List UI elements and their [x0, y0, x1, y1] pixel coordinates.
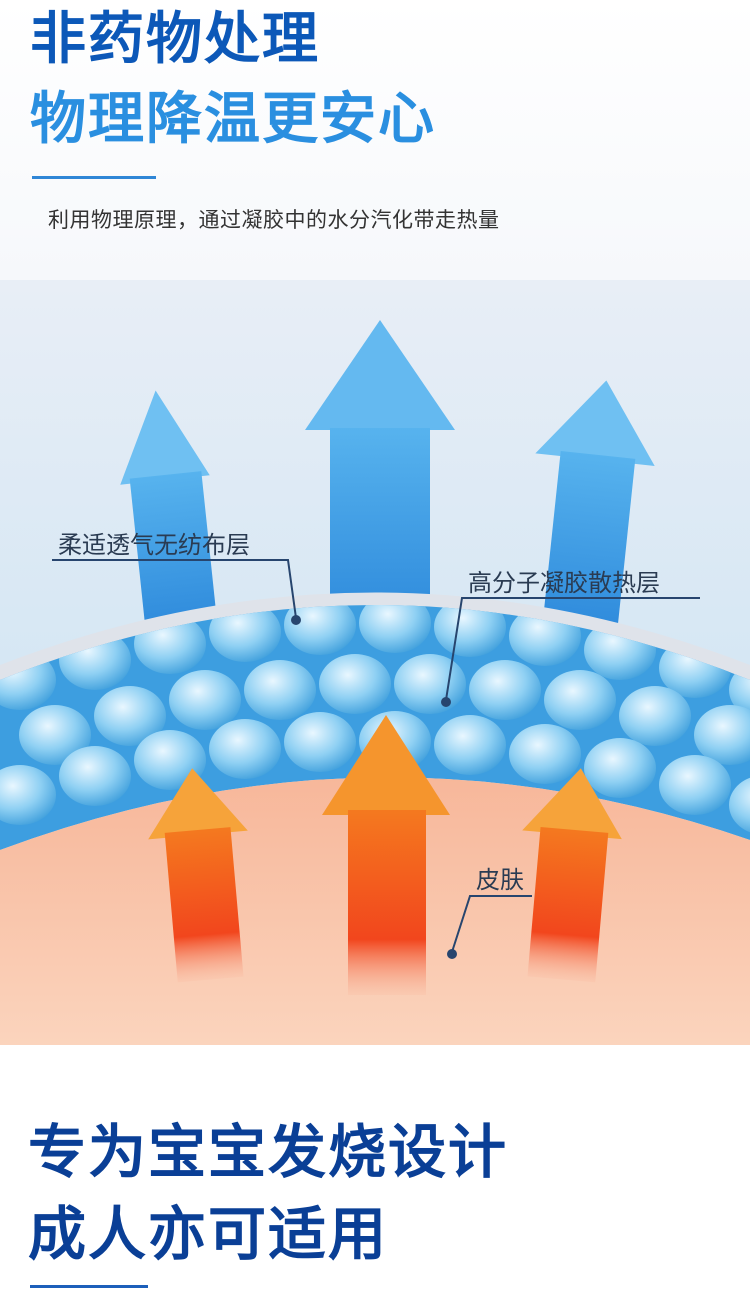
blue-arrow-center: [305, 320, 455, 618]
gel-layer-label: 高分子凝胶散热层: [468, 569, 660, 597]
gel-bubbles: [0, 605, 750, 835]
headline-line-2: 物理降温更安心: [30, 87, 436, 152]
blue-arrow-left: [120, 390, 217, 628]
blue-arrow-right: [535, 380, 655, 628]
skin-pointer-dot: [447, 949, 457, 959]
header-section: 非药物处理 物理降温更安心 利用物理原理，通过凝胶中的水分汽化带走热量: [0, 0, 750, 280]
layer-diagram-illustration: [0, 280, 750, 1045]
cooling-layer-diagram: 柔适透气无纺布层 高分子凝胶散热层 皮肤: [0, 280, 750, 1045]
header-subtitle: 利用物理原理，通过凝胶中的水分汽化带走热量: [48, 208, 500, 232]
nonwoven-pointer-dot: [291, 615, 301, 625]
nonwoven-layer: [0, 592, 750, 695]
orange-arrow-left: [148, 768, 248, 983]
footer-line-1: 专为宝宝发烧设计: [28, 1118, 509, 1186]
gel-pointer-dot: [441, 697, 451, 707]
nonwoven-layer-label: 柔适透气无纺布层: [58, 531, 250, 559]
footer-divider: [30, 1285, 148, 1288]
header-divider: [32, 176, 156, 179]
footer-section: 专为宝宝发烧设计 成人亦可适用: [0, 1045, 750, 1310]
orange-arrow-center: [322, 715, 450, 995]
headline-line-1: 非药物处理: [30, 7, 320, 72]
leader-lines: [52, 559, 700, 953]
footer-line-2: 成人亦可适用: [28, 1200, 389, 1268]
skin-layer-label: 皮肤: [476, 866, 524, 894]
orange-arrow-right: [522, 768, 622, 983]
